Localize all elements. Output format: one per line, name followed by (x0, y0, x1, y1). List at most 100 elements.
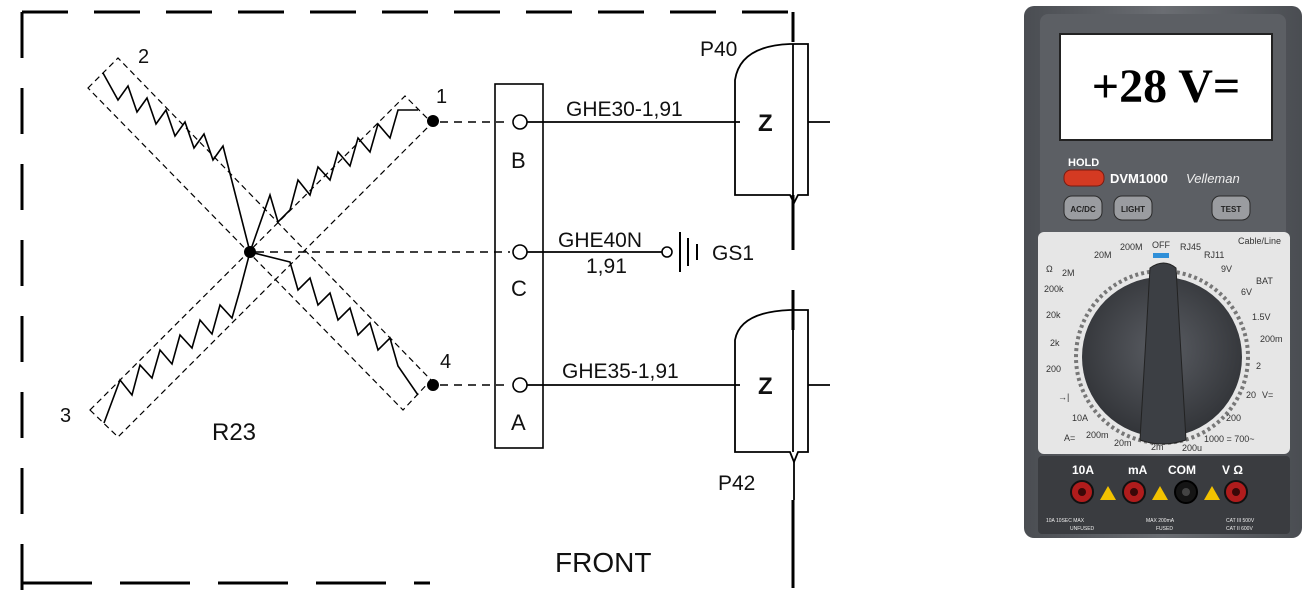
svg-text:RJ45: RJ45 (1180, 242, 1201, 252)
resistor-lower-left (103, 251, 251, 424)
light-button[interactable] (1113, 195, 1153, 221)
resistor-upper-left (102, 72, 251, 253)
connector-p40 (734, 43, 830, 206)
connector-p42-label: P42 (718, 472, 755, 495)
test-button[interactable] (1211, 195, 1251, 221)
ground-label: GS1 (712, 242, 754, 265)
svg-text:UNFUSED: UNFUSED (1070, 526, 1095, 532)
terminal-1-dot (427, 115, 439, 127)
bridge-center-node (244, 246, 256, 258)
terminal-label-c: C (511, 276, 527, 301)
hold-button[interactable] (1063, 169, 1105, 187)
svg-text:CAT III 500V: CAT III 500V (1226, 518, 1255, 524)
r23-bridge (87, 57, 433, 438)
svg-text:9V: 9V (1221, 264, 1232, 274)
jack-label-vohm: V Ω (1222, 463, 1243, 477)
terminal-c-socket (512, 244, 528, 260)
wiring-schematic: 2 1 4 3 R23 B C A GHE30-1,91 GHE40N 1,91… (20, 10, 830, 590)
wires (527, 121, 740, 386)
svg-text:200k: 200k (1044, 284, 1064, 294)
svg-text:20: 20 (1246, 390, 1256, 400)
svg-text:1.5V: 1.5V (1252, 312, 1271, 322)
r23-terminals (256, 115, 510, 391)
knob-pointer (1139, 262, 1187, 445)
svg-text:1000 = 700~: 1000 = 700~ (1204, 434, 1255, 444)
svg-text:200: 200 (1046, 364, 1061, 374)
off-marker (1153, 253, 1169, 258)
lcd-reading: +28 V= (1092, 60, 1241, 113)
svg-text:10A: 10A (1072, 413, 1088, 423)
connector-p42 (734, 309, 830, 500)
svg-text:V=: V= (1262, 390, 1273, 400)
jack-label-ma: mA (1128, 463, 1148, 477)
wire-label-c2: 1,91 (586, 255, 627, 278)
connector-p42-pin: Z (758, 373, 773, 400)
svg-text:BAT: BAT (1256, 276, 1273, 286)
terminal-b-socket (512, 114, 528, 130)
resistor-lower-right (249, 251, 419, 396)
svg-text:200u: 200u (1182, 443, 1202, 453)
svg-text:10A 10SEC MAX: 10A 10SEC MAX (1046, 518, 1085, 524)
svg-text:2M: 2M (1062, 268, 1075, 278)
warning-icon (1204, 486, 1220, 500)
connector-p40-label: P40 (700, 38, 737, 61)
light-button-label: LIGHT (1121, 205, 1145, 214)
resistor-upper-right (249, 109, 418, 253)
front-label: FRONT (555, 547, 651, 578)
svg-text:2k: 2k (1050, 338, 1060, 348)
terminal-label-a: A (511, 410, 526, 435)
jack-ma-hole (1130, 488, 1138, 496)
svg-text:20k: 20k (1046, 310, 1061, 320)
svg-text:200m: 200m (1086, 430, 1109, 440)
svg-text:Cable/Line: Cable/Line (1238, 236, 1281, 246)
warning-icon (1100, 486, 1116, 500)
terminal-a-socket (512, 377, 528, 393)
jack-vohm-hole (1232, 488, 1240, 496)
svg-text:Ω: Ω (1046, 264, 1053, 274)
svg-text:20m: 20m (1114, 438, 1132, 448)
svg-text:MAX 200mA: MAX 200mA (1146, 518, 1175, 524)
terminal-block: B C A (494, 83, 544, 449)
wire-label-b: GHE30-1,91 (566, 98, 683, 121)
multimeter-photo: +28 V= HOLD DVM1000 Velleman AC/DC LIGHT… (1024, 6, 1302, 538)
svg-text:→|: →| (1058, 392, 1069, 402)
svg-text:2: 2 (1256, 361, 1261, 371)
dial-labels: OFF RJ45 Cable/Line RJ11 9V BAT 6V 1.5V … (1044, 236, 1283, 453)
terminal-label-b: B (511, 148, 526, 173)
pin-label-1: 1 (436, 86, 447, 108)
jack-com-hole (1182, 488, 1190, 496)
svg-text:OFF: OFF (1152, 240, 1170, 250)
hold-label: HOLD (1068, 157, 1099, 169)
resistor-outline-2-4 (87, 57, 432, 411)
ground-stud (661, 232, 698, 272)
svg-text:A=: A= (1064, 433, 1075, 443)
svg-text:200M: 200M (1120, 242, 1143, 252)
jack-fine-print: 10A 10SEC MAX UNFUSED MAX 200mA FUSED CA… (1046, 518, 1255, 532)
jack-label-com: COM (1168, 463, 1196, 477)
acdc-button[interactable] (1063, 195, 1103, 221)
svg-text:RJ11: RJ11 (1204, 250, 1224, 260)
component-label-r23: R23 (212, 419, 256, 446)
pin-label-2: 2 (138, 46, 149, 68)
warning-icon (1152, 486, 1168, 500)
test-button-label: TEST (1221, 205, 1242, 214)
svg-text:200: 200 (1226, 413, 1241, 423)
svg-text:6V: 6V (1241, 287, 1252, 297)
enclosure-border (20, 10, 795, 590)
svg-text:2m: 2m (1151, 442, 1164, 452)
jack-label-10a: 10A (1072, 463, 1094, 477)
model-label: DVM1000 (1110, 171, 1168, 186)
wire-label-a: GHE35-1,91 (562, 360, 679, 383)
terminal-4-dot (427, 379, 439, 391)
svg-text:FUSED: FUSED (1156, 526, 1173, 532)
brand-label: Velleman (1186, 171, 1240, 186)
svg-text:CAT II 600V: CAT II 600V (1226, 526, 1253, 532)
jack-10a-hole (1078, 488, 1086, 496)
resistor-outline-3-1 (89, 95, 433, 438)
pin-label-3: 3 (60, 405, 71, 427)
svg-text:200m: 200m (1260, 334, 1283, 344)
wire-label-c1: GHE40N (558, 229, 642, 252)
pin-label-4: 4 (440, 351, 451, 373)
svg-text:20M: 20M (1094, 250, 1112, 260)
